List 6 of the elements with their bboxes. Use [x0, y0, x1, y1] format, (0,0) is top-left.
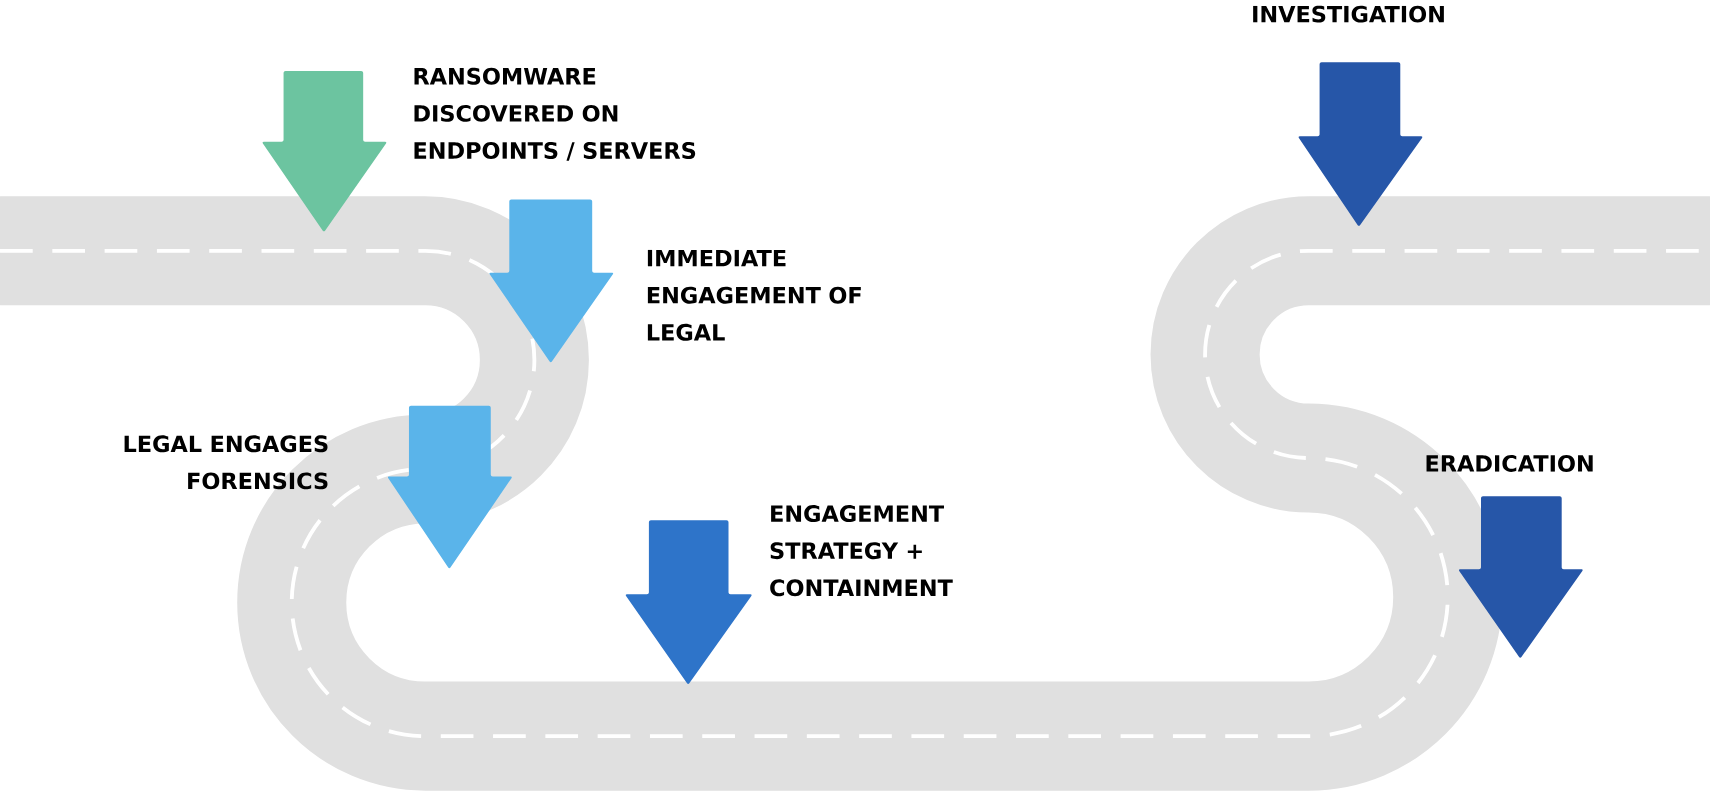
step-label: ERADICATION [1426, 454, 1593, 472]
step-label: INVESTIGATION [1253, 5, 1444, 23]
step-label: ENGAGEMENT STRATEGY + CONTAINMENT [770, 504, 953, 597]
step-label: LEGAL ENGAGES FORENSICS [124, 435, 328, 490]
step-label: IMMEDIATE ENGAGEMENT OF LEGAL [647, 249, 861, 341]
step-label: RANSOMWARE DISCOVERED ON ENDPOINTS / SERVERS [414, 67, 696, 161]
